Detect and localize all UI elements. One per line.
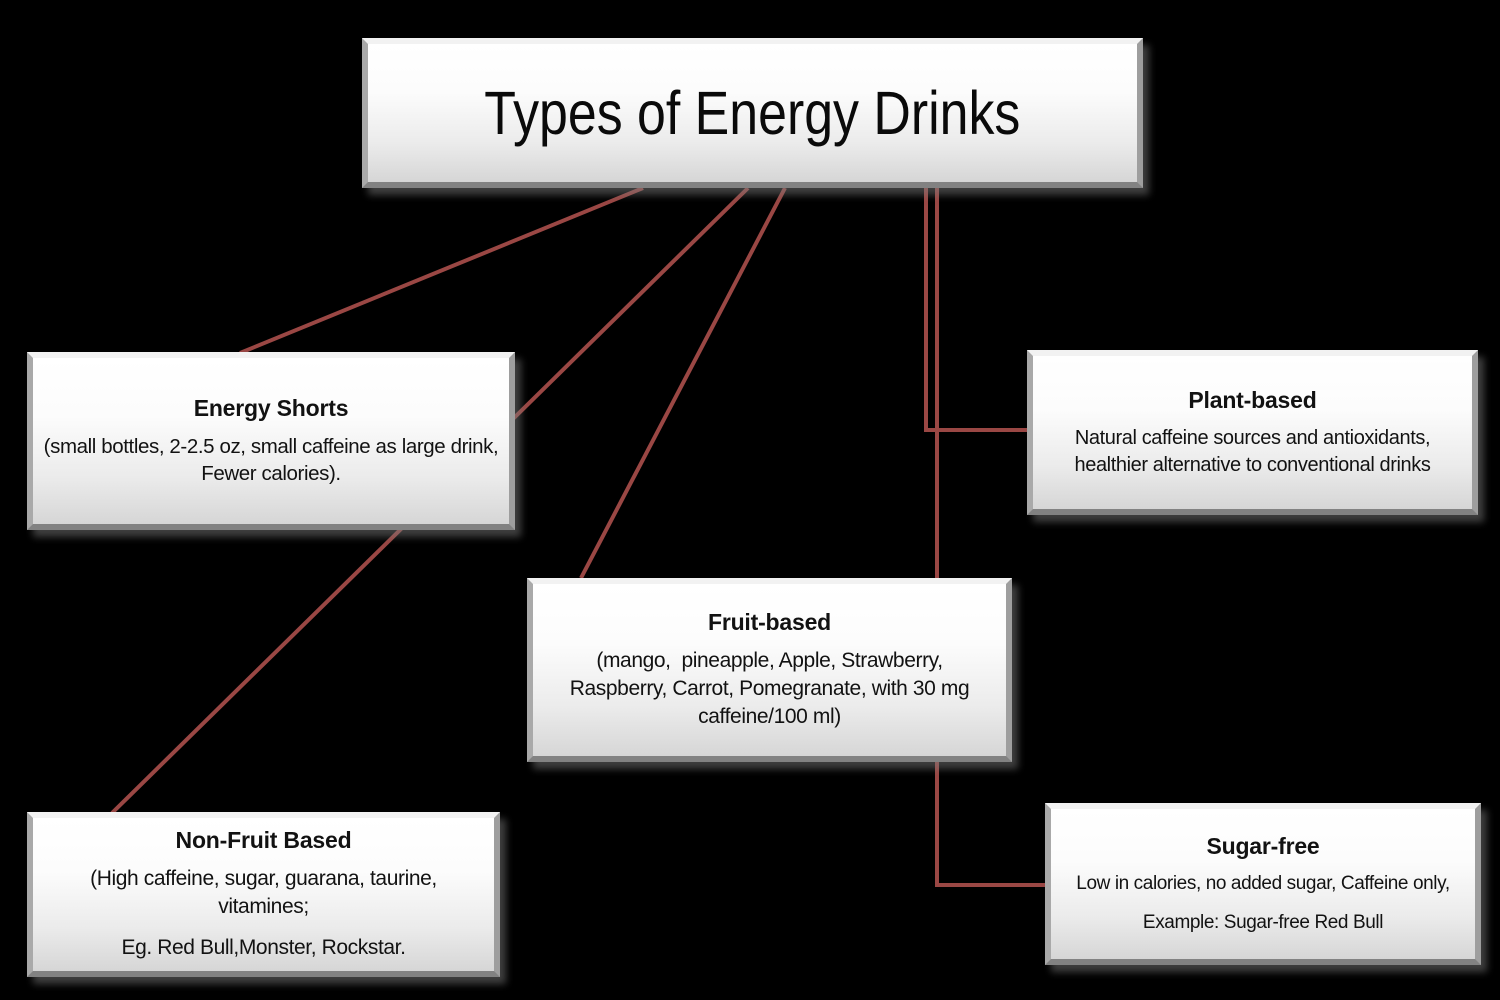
node-energy-shorts-body: (small bottles, 2-2.5 oz, small caffeine… bbox=[43, 434, 504, 485]
connector-title-to-sugar-free bbox=[935, 188, 1045, 887]
title-box: Types of Energy Drinks bbox=[362, 38, 1143, 188]
node-fruit-based: Fruit-based (mango, pineapple, Apple, St… bbox=[527, 578, 1012, 762]
diagram-title: Types of Energy Drinks bbox=[484, 79, 1021, 147]
node-sugar-free: Sugar-free Low in calories, no added sug… bbox=[1045, 803, 1481, 965]
node-non-fruit-based-title: Non-Fruit Based bbox=[175, 826, 352, 853]
connector-title-to-energy-shorts bbox=[239, 186, 644, 355]
node-fruit-based-body: (mango, pineapple, Apple, Strawberry, Ra… bbox=[569, 648, 975, 729]
node-fruit-based-title: Fruit-based bbox=[707, 608, 832, 635]
node-non-fruit-based-body-2: Eg. Red Bull,Monster, Rockstar. bbox=[121, 936, 406, 960]
node-sugar-free-body-2: Example: Sugar-free Red Bull bbox=[1142, 911, 1384, 933]
node-sugar-free-body-1: Low in calories, no added sugar, Caffein… bbox=[1076, 873, 1450, 895]
node-plant-based-title: Plant-based bbox=[1188, 386, 1317, 413]
node-energy-shorts-title: Energy Shorts bbox=[193, 394, 349, 421]
node-energy-shorts: Energy Shorts (small bottles, 2-2.5 oz, … bbox=[27, 352, 515, 530]
node-plant-based: Plant-based Natural caffeine sources and… bbox=[1027, 350, 1478, 515]
node-plant-based-body: Natural caffeine sources and antioxidant… bbox=[1074, 426, 1436, 476]
connector-title-to-fruit-based bbox=[579, 187, 787, 579]
node-non-fruit-based-body-1: (High caffeine, sugar, guarana, taurine,… bbox=[90, 866, 443, 918]
node-sugar-free-title: Sugar-free bbox=[1206, 833, 1320, 860]
connector-title-to-plant-based bbox=[924, 188, 1027, 432]
node-non-fruit-based: Non-Fruit Based (High caffeine, sugar, g… bbox=[27, 812, 500, 977]
